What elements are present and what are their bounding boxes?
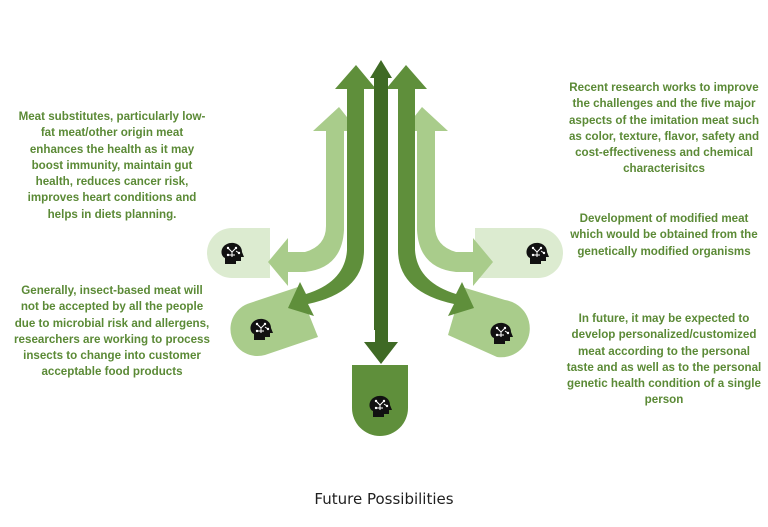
text-box-left-top: Meat substitutes, particularly low-fat m… — [18, 110, 206, 221]
text-box-left-bottom: Generally, insect-based meat will not be… — [14, 284, 210, 379]
text-box-right-middle: Development of modified meat which would… — [570, 212, 758, 258]
left-middle-arrow — [288, 65, 376, 316]
left-outer-arrow — [268, 107, 358, 286]
center-down-arrow — [364, 78, 398, 364]
diagram-title: Future Possibilities — [314, 490, 454, 508]
text-box-right-bottom: In future, it may be expected to develop… — [566, 312, 762, 407]
right-upper-pill — [475, 228, 563, 278]
text-box-right-top: Recent research works to improve the cha… — [568, 81, 760, 176]
right-outer-arrow — [403, 107, 493, 286]
right-middle-arrow — [386, 65, 474, 316]
